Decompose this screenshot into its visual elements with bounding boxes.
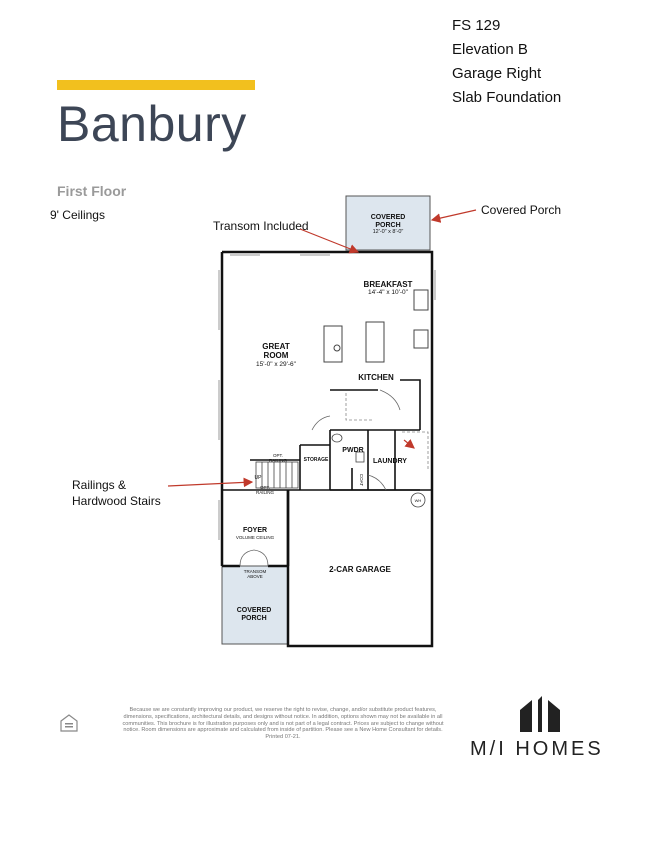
room-label: GREAT xyxy=(262,342,290,351)
room-label: ROOM xyxy=(264,351,289,360)
foundation-type: Slab Foundation xyxy=(452,89,562,106)
ceiling-height-note: 9' Ceilings xyxy=(50,208,105,222)
railing-label: OPT. xyxy=(260,485,270,490)
plan-info: FS 129 Elevation B Garage Right Slab Fou… xyxy=(452,14,561,110)
room-label: LAUNDRY xyxy=(373,458,407,465)
room-label: PORCH xyxy=(375,222,400,229)
room-label: COAT xyxy=(359,474,364,486)
pwdr-fixtures xyxy=(331,433,365,463)
railing-label: RAILING xyxy=(269,458,288,463)
room-label: PWDR xyxy=(342,447,363,454)
room-label: 2-CAR GARAGE xyxy=(329,565,391,574)
covered-porch-callout: Covered Porch xyxy=(481,203,562,217)
page-title: Banbury xyxy=(57,96,247,152)
transom-label: TRANSOM xyxy=(244,569,267,574)
room-label: KITCHEN xyxy=(358,373,394,382)
room-label: COVERED xyxy=(237,607,272,614)
room-dims: 14'-4" x 10'-0" xyxy=(368,289,409,296)
kitchen-fixtures xyxy=(323,289,429,363)
railing-label: RAILING xyxy=(256,490,275,495)
floor-label: First Floor xyxy=(57,183,127,199)
stair-up-label: UP xyxy=(255,475,263,481)
plan-code: FS 129 xyxy=(452,17,501,34)
door-swings xyxy=(239,389,401,567)
room-label: STORAGE xyxy=(304,457,329,463)
disclaimer-text: Because we are constantly improving our … xyxy=(122,707,444,741)
callout-arrows xyxy=(167,209,477,488)
garage-orientation: Garage Right xyxy=(452,65,542,82)
water-heater xyxy=(410,492,426,508)
stairs xyxy=(255,461,299,489)
covered-porch-bottom xyxy=(221,565,289,645)
transom-callout: Transom Included xyxy=(213,219,309,233)
railings-callout-line1: Railings & xyxy=(72,478,127,492)
room-label: PORCH xyxy=(241,615,266,622)
accent-bar xyxy=(57,80,255,90)
windows xyxy=(218,254,436,540)
railings-callout-line2: Hardwood Stairs xyxy=(72,494,161,508)
mi-homes-logo-mark xyxy=(520,696,560,732)
equal-housing-icon xyxy=(60,714,78,732)
optional-features xyxy=(345,393,429,470)
wh-label: WH xyxy=(415,498,422,503)
interior-walls xyxy=(222,379,432,491)
room-label: BREAKFAST xyxy=(364,280,413,289)
room-label: COVERED xyxy=(371,214,406,221)
room-dims: 12'-0" x 8'-0" xyxy=(373,229,404,235)
room-sub-label: VOLUME CEILING xyxy=(236,535,275,540)
elevation: Elevation B xyxy=(452,41,528,58)
covered-porch-top xyxy=(345,195,431,251)
mi-homes-logo-text: M/I HOMES xyxy=(470,738,604,760)
transom-label: ABOVE xyxy=(247,574,263,579)
room-dims: 15'-0" x 29'-6" xyxy=(256,361,297,368)
railing-label: OPT. xyxy=(273,453,283,458)
room-label: FOYER xyxy=(243,527,267,534)
